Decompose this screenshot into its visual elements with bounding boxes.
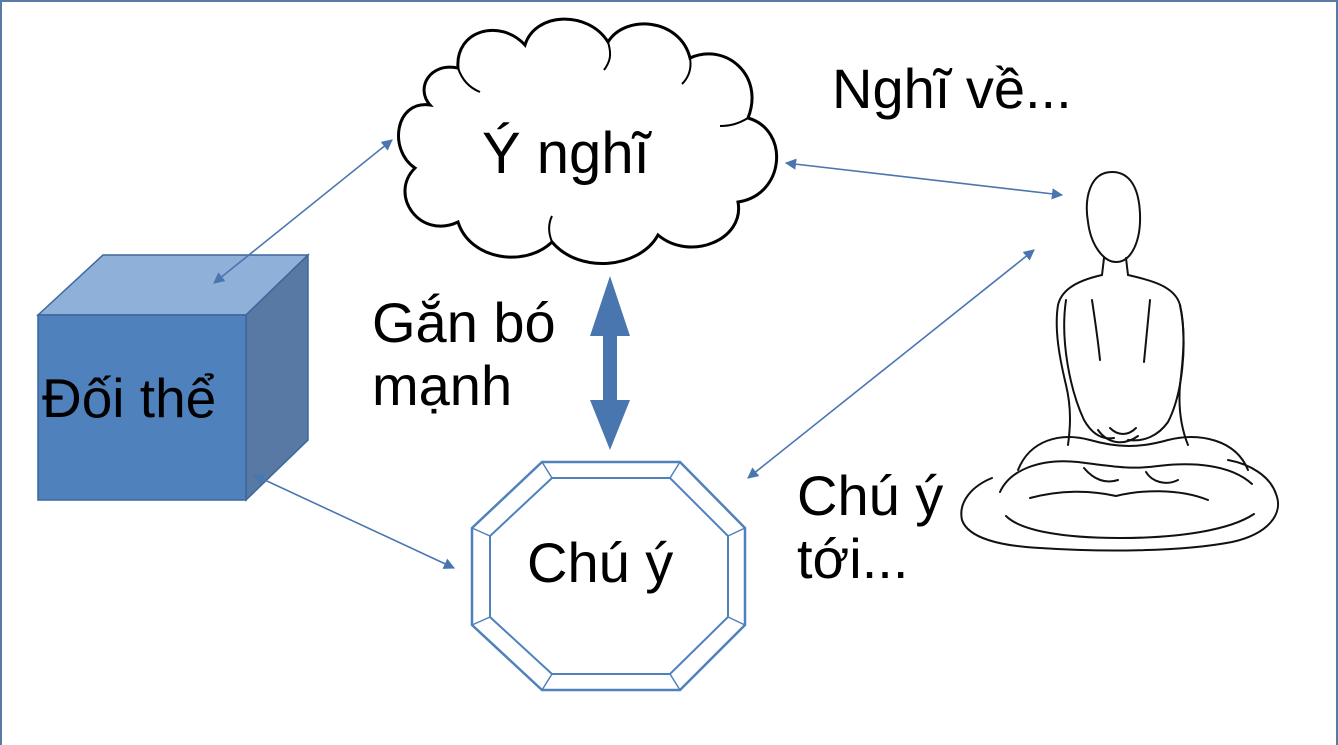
object-box-icon bbox=[36, 253, 310, 502]
attending-to-label: Chú ý tới... bbox=[797, 464, 944, 590]
arrow-object-thought bbox=[213, 139, 393, 284]
arrow-thought-meditator bbox=[784, 158, 1064, 200]
thought-cloud-icon bbox=[397, 17, 779, 265]
arrow-meditator-attention bbox=[747, 249, 1035, 479]
object-label: Đối thể bbox=[42, 367, 217, 429]
attention-octagon-icon bbox=[470, 460, 747, 692]
thinking-about-label: Nghĩ về... bbox=[832, 57, 1072, 120]
attending-to-line2: tới... bbox=[797, 526, 909, 590]
diagram-arrows bbox=[213, 139, 1064, 569]
strong-attachment-line1: Gắn bó bbox=[372, 291, 556, 354]
strong-attachment-line2: mạnh bbox=[372, 353, 513, 417]
attention-label: Chú ý bbox=[527, 531, 674, 594]
thought-label: Ý nghĩ bbox=[482, 121, 650, 186]
arrow-object-attention bbox=[252, 474, 456, 569]
strong-attachment-label: Gắn bó mạnh bbox=[372, 291, 556, 417]
attending-to-line1: Chú ý bbox=[797, 464, 944, 527]
meditator-icon bbox=[960, 171, 1279, 552]
arrow-strong-attachment bbox=[590, 276, 630, 450]
